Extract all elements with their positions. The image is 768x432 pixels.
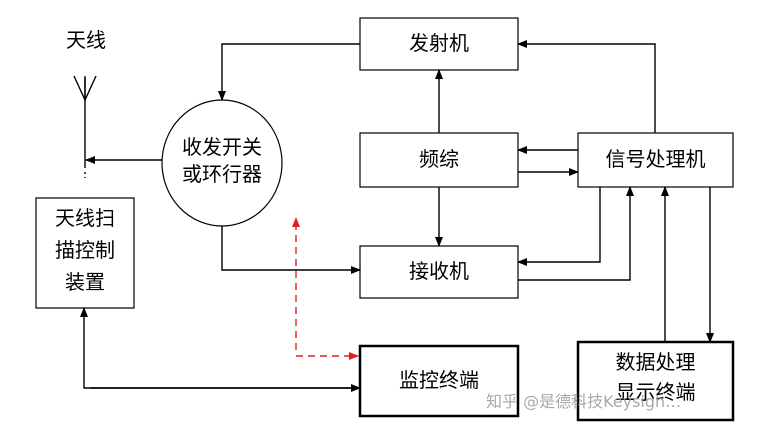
- tx-to-duplexer-arrow: [218, 43, 360, 101]
- antenna-control-label-line3: 装置: [65, 270, 105, 294]
- signal-processor-label: 信号处理机: [605, 147, 706, 171]
- data-display-box: [576, 340, 735, 422]
- antenna-label: 天线: [66, 28, 106, 52]
- data-display-label-line2: 显示终端: [615, 380, 696, 404]
- antenna-control-label-line2: 描控制: [55, 238, 115, 262]
- receiver-label: 接收机: [409, 259, 469, 283]
- monitor-terminal-box: [358, 344, 520, 418]
- transmitter-label: 发射机: [409, 31, 469, 55]
- signal-processor-box: [577, 132, 734, 188]
- duplexer-label-line1: 收发开关: [182, 135, 262, 159]
- duplexer-label-line2: 或环行器: [182, 162, 262, 186]
- sp-to-tx-arrow: [517, 40, 656, 133]
- rx-to-sp-arrow: [518, 186, 634, 281]
- transmitter-box: [359, 17, 519, 71]
- duplexer-to-rx-arrow: [221, 226, 361, 274]
- synthesizer-box: [359, 132, 519, 188]
- monitor-to-antenna-control-arrow: [80, 307, 360, 389]
- monitor-terminal-label: 监控终端: [399, 368, 479, 392]
- antenna-icon: [73, 75, 97, 178]
- synthesizer-label: 频综: [419, 147, 459, 171]
- watermark: 知乎 @是德科技Keysigh…: [486, 392, 682, 411]
- antenna-control-label-line1: 天线扫: [55, 206, 115, 230]
- data-display-label-line1: 数据处理: [615, 350, 696, 374]
- sp-to-rx-arrow: [517, 187, 601, 266]
- receiver-box: [359, 245, 519, 299]
